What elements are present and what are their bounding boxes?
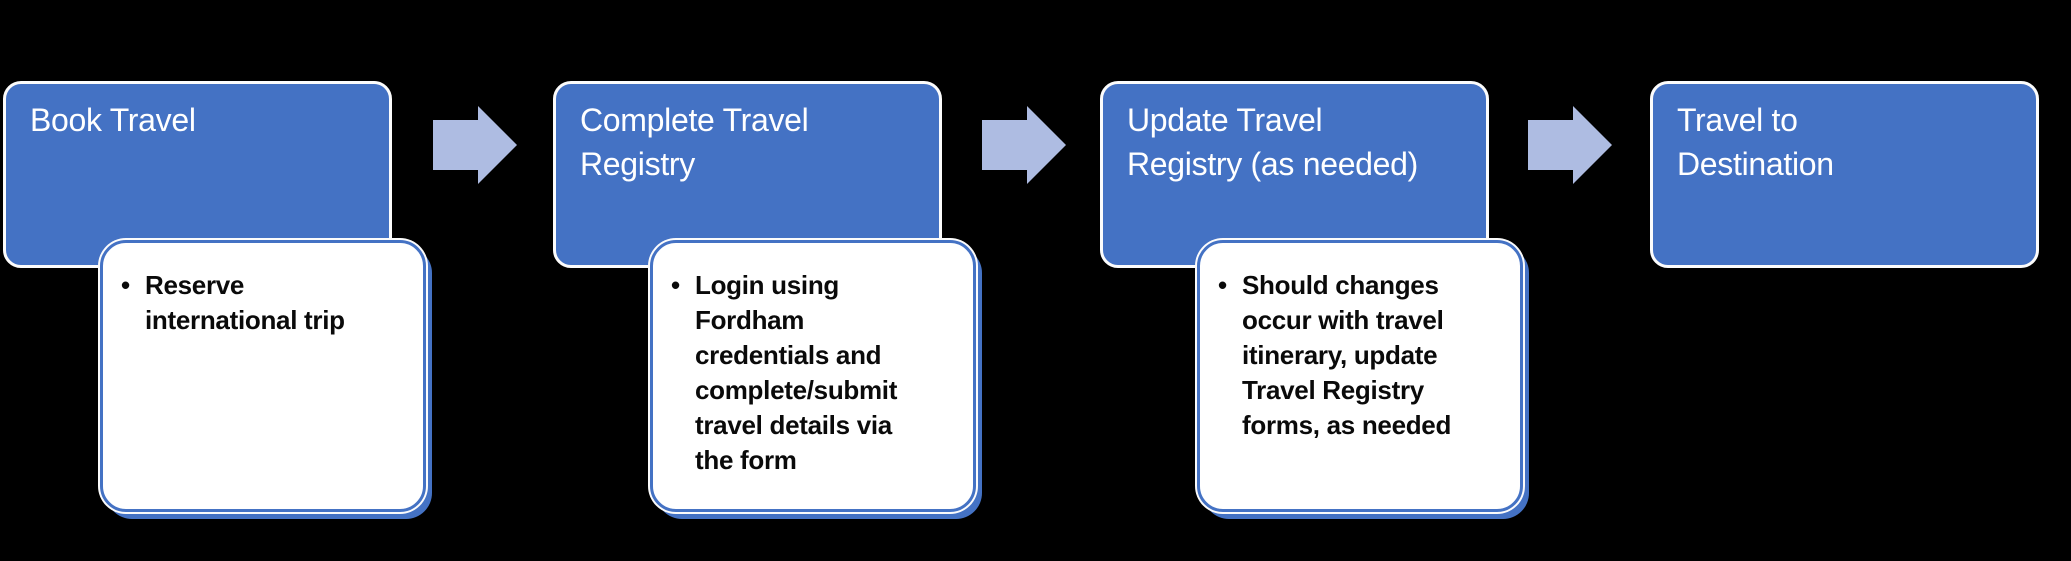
- stage-title: Complete Travel Registry: [580, 102, 809, 182]
- bullet-icon: •: [1218, 270, 1228, 300]
- right-arrow-shape: [433, 106, 517, 184]
- right-arrow-shape: [1528, 106, 1612, 184]
- stage-detail-box: • Should changes occur with travel itine…: [1197, 240, 1523, 512]
- stage-title: Update Travel Registry (as needed): [1127, 102, 1419, 182]
- stage-detail-box: • Login using Fordham credentials and co…: [650, 240, 976, 512]
- stage-detail-text: Login using Fordham credentials and comp…: [695, 270, 898, 475]
- stage-title: Travel to Destination: [1677, 102, 1834, 182]
- right-arrow-icon: [433, 106, 517, 184]
- stage-title: Book Travel: [30, 102, 196, 138]
- stage-title-box: Update Travel Registry (as needed): [1100, 81, 1489, 268]
- right-arrow-icon: [982, 106, 1066, 184]
- stage-book-travel: Book Travel • Reserve international trip: [3, 81, 426, 515]
- stage-title-box: Travel to Destination: [1650, 81, 2039, 268]
- right-arrow-shape: [982, 106, 1066, 184]
- stage-update-travel-registry: Update Travel Registry (as needed) • Sho…: [1100, 81, 1523, 515]
- right-arrow-icon: [1528, 106, 1612, 184]
- stage-detail-box: • Reserve international trip: [100, 240, 426, 512]
- stage-complete-travel-registry: Complete Travel Registry • Login using F…: [553, 81, 976, 515]
- stage-title-box: Complete Travel Registry: [553, 81, 942, 268]
- bullet-icon: •: [121, 270, 131, 300]
- stage-travel-to-destination: Travel to Destination: [1650, 81, 2071, 515]
- stage-detail-text: Should changes occur with travel itinera…: [1242, 270, 1452, 440]
- bullet-icon: •: [671, 270, 681, 300]
- stage-title-box: Book Travel: [3, 81, 392, 268]
- stage-detail-text: Reserve international trip: [145, 270, 345, 335]
